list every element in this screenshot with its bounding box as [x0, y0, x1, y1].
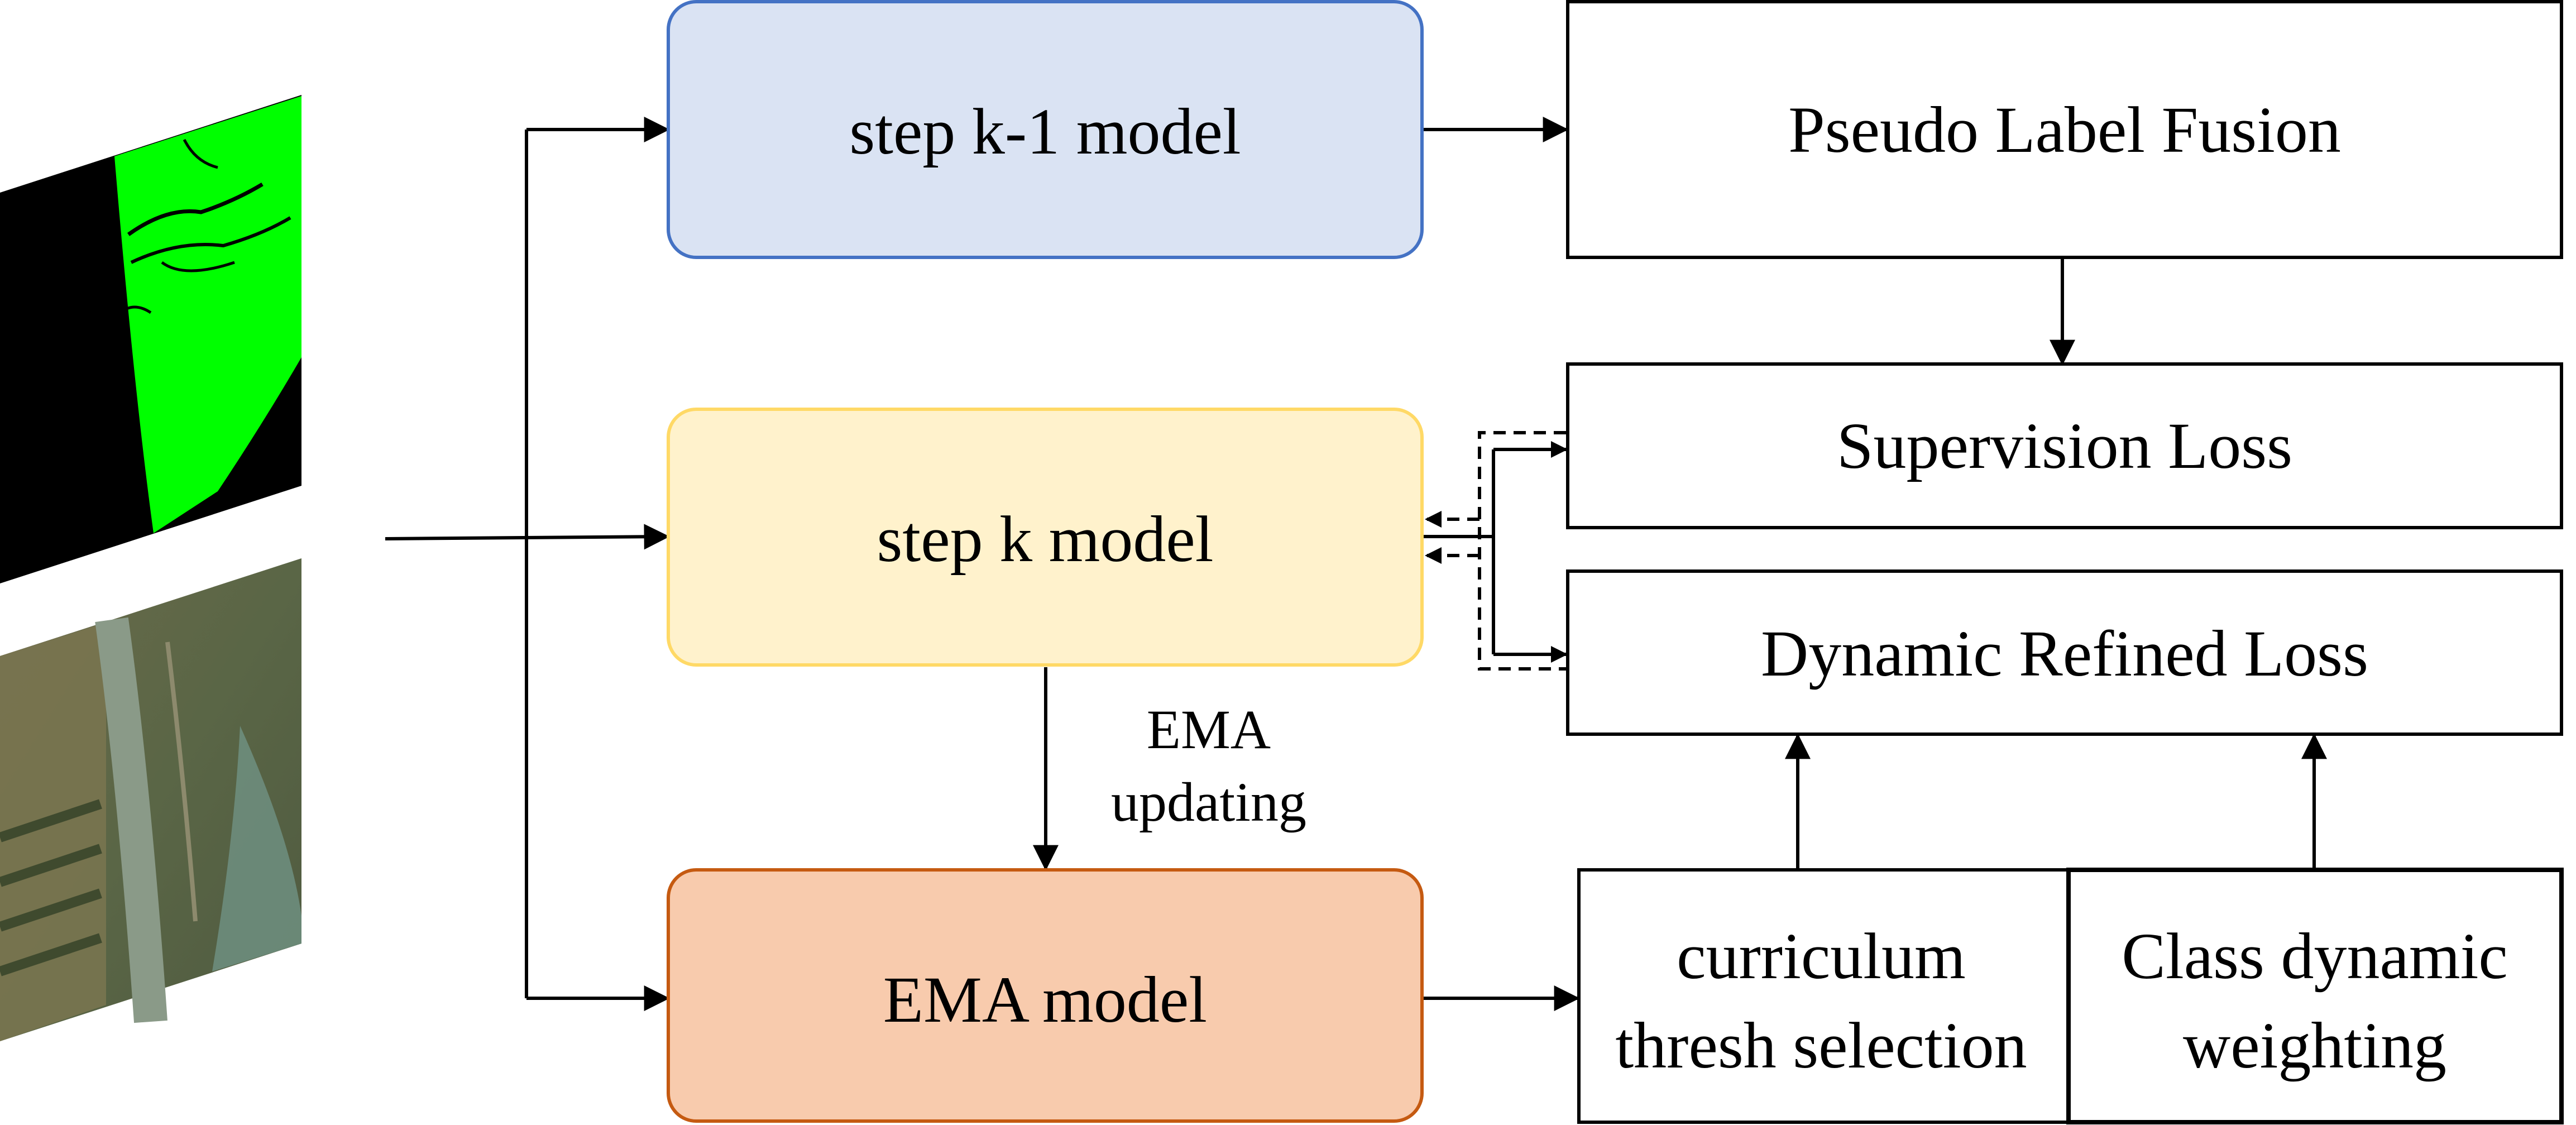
supervision-loss-box: Supervision Loss: [1566, 362, 2563, 529]
satellite-image: [0, 558, 301, 1041]
loss-backprop-dashed-connectors: [1425, 431, 1566, 671]
svg-text:EMA: EMA: [1147, 698, 1271, 760]
segmentation-mask-image: [0, 95, 301, 583]
dynamic-refined-loss-label: Dynamic Refined Loss: [1761, 617, 2368, 690]
class-dynamic-weighting-box: Class dynamic weighting: [2066, 868, 2564, 1124]
svg-text:curriculum: curriculum: [1677, 920, 1966, 993]
curriculum-thresh-selection-box: curriculum thresh selection: [1577, 868, 2075, 1124]
ema-updating-label: EMA updating: [1111, 698, 1306, 833]
step-k-model-box: step k model: [667, 408, 1424, 667]
pseudo-label-fusion-box: Pseudo Label Fusion: [1566, 0, 2563, 259]
step-k-model-label: step k model: [877, 502, 1213, 576]
pseudo-label-fusion-label: Pseudo Label Fusion: [1788, 93, 2341, 166]
ema-model-box: EMA model: [667, 868, 1424, 1123]
svg-text:thresh selection: thresh selection: [1615, 1009, 2027, 1082]
mask-foreground-region: [114, 96, 301, 533]
svg-text:Class dynamic: Class dynamic: [2122, 920, 2508, 993]
ema-model-label: EMA model: [883, 963, 1207, 1036]
svg-text:weighting: weighting: [2183, 1009, 2446, 1082]
step-k-1-model-label: step k-1 model: [849, 95, 1241, 168]
dynamic-refined-loss-box: Dynamic Refined Loss: [1566, 569, 2563, 736]
svg-text:updating: updating: [1111, 771, 1306, 833]
step-k-to-loss-connectors: [1424, 441, 1568, 663]
step-k-1-model-box: step k-1 model: [667, 0, 1424, 259]
supervision-loss-label: Supervision Loss: [1837, 409, 2292, 482]
